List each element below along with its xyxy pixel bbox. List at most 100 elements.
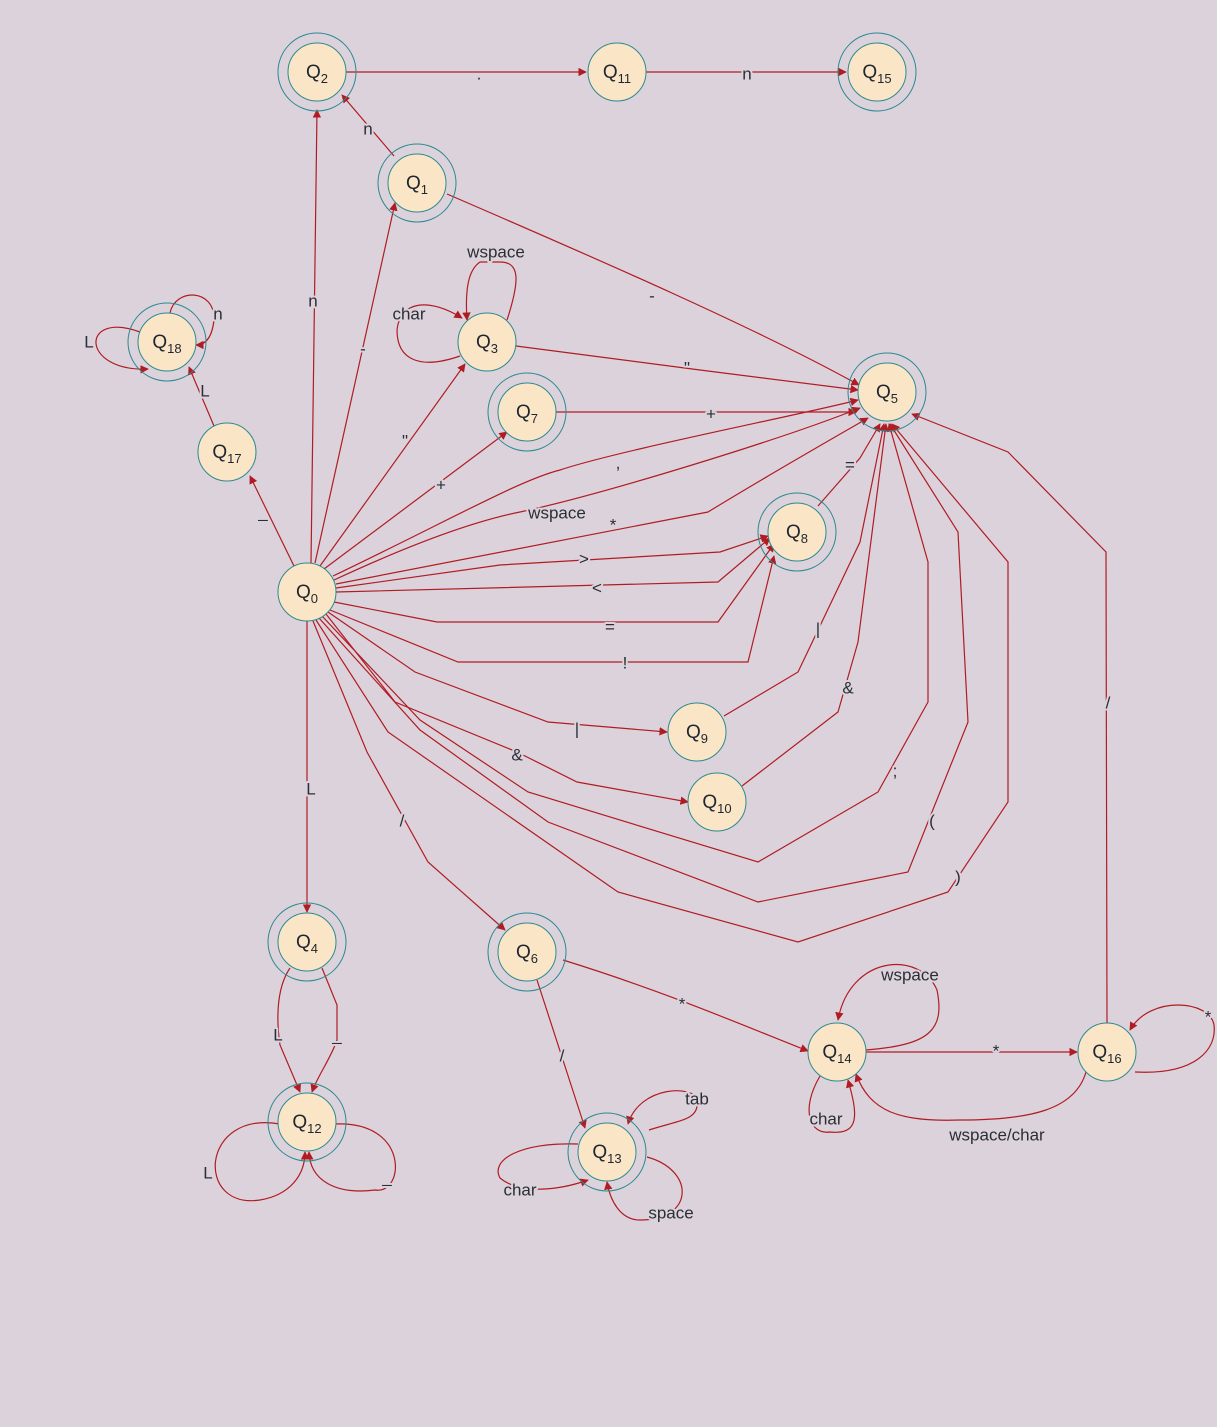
transition-q0-q3 [319, 363, 466, 567]
transition-q0-q8 [333, 543, 775, 623]
state-letter: Q [212, 442, 227, 463]
state-index: 7 [531, 411, 538, 426]
transition-label: = [845, 455, 855, 474]
state-q12[interactable]: Q12 [267, 1082, 347, 1162]
transition-q0-q17 [249, 475, 295, 567]
state-q5[interactable]: Q5 [847, 352, 927, 432]
transition-q0-q5 [318, 423, 969, 903]
transition-q0-q5 [315, 423, 1009, 943]
transition-q14-q14 [835, 963, 940, 1051]
transition-label: wspace [466, 242, 525, 261]
state-letter: Q [686, 722, 701, 743]
state-q1[interactable]: Q1 [377, 143, 457, 223]
accepting-ring [837, 32, 917, 112]
state-circle [277, 562, 337, 622]
transition-label: wspace/char [948, 1125, 1045, 1144]
transition-label: & [511, 745, 523, 764]
transition-label: L [200, 381, 209, 400]
transition-q12-q12 [214, 1122, 310, 1202]
transition-label: + [706, 404, 716, 423]
state-q2[interactable]: Q2 [277, 32, 357, 112]
transition-label: < [592, 578, 602, 597]
state-index: 1 [421, 182, 428, 197]
transition-q0-q1 [314, 202, 398, 564]
state-q18[interactable]: Q18 [127, 302, 207, 382]
state-circle [197, 422, 257, 482]
transition-label: L [273, 1025, 282, 1044]
state-q10[interactable]: Q10 [687, 772, 747, 832]
state-circle [497, 922, 557, 982]
state-q15[interactable]: Q15 [837, 32, 917, 112]
transition-label: n [308, 291, 317, 310]
state-name: Q2 [306, 62, 328, 86]
transition-label: . [477, 64, 482, 83]
state-circle [287, 42, 347, 102]
transition-q18-q18 [169, 294, 215, 350]
state-q16[interactable]: Q16 [1077, 1022, 1137, 1082]
state-q8[interactable]: Q8 [757, 492, 837, 572]
state-circle [587, 42, 647, 102]
state-index: 8 [801, 531, 808, 546]
transition-label: wspace [880, 965, 939, 984]
state-q11[interactable]: Q11 [587, 42, 647, 102]
transition-label: L [203, 1163, 212, 1182]
state-letter: Q [306, 62, 321, 83]
accepting-ring [567, 1112, 647, 1192]
transition-q18-q18 [95, 326, 149, 374]
state-name: Q10 [702, 792, 731, 816]
transition-q0-q9 [327, 611, 668, 736]
state-q4[interactable]: Q4 [267, 902, 347, 982]
state-q17[interactable]: Q17 [197, 422, 257, 482]
state-index: 2 [321, 71, 328, 86]
state-q14[interactable]: Q14 [807, 1022, 867, 1082]
transition-q0-q8 [329, 555, 777, 663]
state-q3[interactable]: Q3 [457, 312, 517, 372]
transition-label: * [610, 515, 617, 534]
transition-q16-q16 [1129, 1004, 1215, 1073]
transition-label: n [742, 64, 751, 83]
transition-label: = [605, 617, 615, 636]
transition-label: L [306, 779, 315, 798]
transition-label: L [84, 332, 93, 351]
state-letter: Q [592, 1142, 607, 1163]
state-index: 16 [1107, 1051, 1121, 1066]
state-index: 12 [307, 1121, 321, 1136]
transition-label: > [579, 549, 589, 568]
accepting-ring [277, 32, 357, 112]
transition-label: n [363, 119, 372, 138]
transition-q3-q3 [462, 261, 517, 321]
transition-q16-q5 [911, 412, 1108, 1024]
state-letter: Q [516, 402, 531, 423]
transition-label: space [648, 1203, 693, 1222]
state-circle [687, 772, 747, 832]
transition-label: , [616, 453, 621, 472]
transition-label: & [842, 678, 854, 697]
state-q13[interactable]: Q13 [567, 1112, 647, 1192]
state-q7[interactable]: Q7 [487, 372, 567, 452]
state-name: Q11 [603, 62, 631, 86]
state-circle [277, 1092, 337, 1152]
state-q0[interactable]: Q0 [277, 562, 337, 622]
transition-q4-q12 [310, 967, 338, 1093]
state-q6[interactable]: Q6 [487, 912, 567, 992]
state-circle [857, 362, 917, 422]
transition-q0-q5 [335, 417, 869, 585]
state-letter: Q [786, 522, 801, 543]
state-q9[interactable]: Q9 [667, 702, 727, 762]
transition-label: char [503, 1180, 536, 1199]
transition-q14-q14 [808, 1075, 856, 1133]
accepting-ring [267, 902, 347, 982]
state-name: Q16 [1092, 1042, 1121, 1066]
state-letter: Q [292, 1112, 307, 1133]
state-index: 0 [311, 591, 318, 606]
transition-label: wspace [527, 503, 586, 522]
transition-label: * [679, 994, 686, 1013]
transition-q0-q8 [335, 534, 769, 589]
state-letter: Q [702, 792, 717, 813]
state-letter: Q [296, 582, 311, 603]
state-letter: Q [516, 942, 531, 963]
transition-q0-q6 [312, 620, 506, 931]
state-name: Q5 [876, 382, 898, 406]
state-index: 6 [531, 951, 538, 966]
